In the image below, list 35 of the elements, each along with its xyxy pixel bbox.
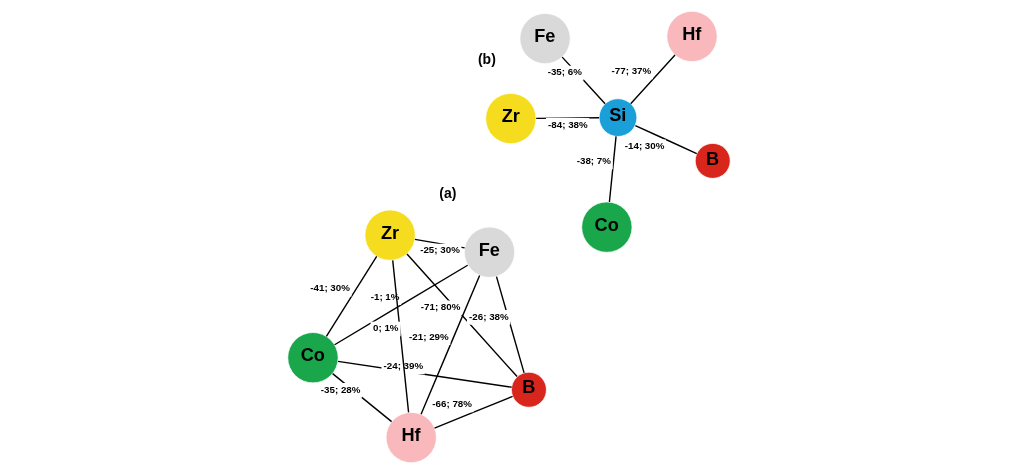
node-circle: Hf xyxy=(666,10,718,62)
connector xyxy=(392,259,410,414)
connector xyxy=(495,275,525,374)
node-circle: B xyxy=(511,371,547,408)
edge-label: -38; 7% xyxy=(576,155,611,167)
node-circle: Hf xyxy=(385,412,437,464)
edge-label: -25; 30% xyxy=(420,244,460,256)
label: (b) xyxy=(477,50,496,67)
edge-label: -77; 37% xyxy=(611,65,652,77)
label: (a) xyxy=(439,185,457,202)
edge-label: -35; 28% xyxy=(320,383,361,395)
edge-label: -26; 38% xyxy=(469,310,509,322)
node-circle: Zr xyxy=(364,209,416,261)
edge-label: 0; 1% xyxy=(373,322,399,334)
edge-label: -35; 6% xyxy=(547,66,582,78)
edge-label: -14; 30% xyxy=(624,140,665,152)
node-circle: Fe xyxy=(463,226,515,278)
node-circle: Zr xyxy=(485,93,537,145)
connector xyxy=(535,117,600,120)
connector xyxy=(325,255,378,338)
node-circle: B xyxy=(694,143,731,179)
edge-label: -24; 39% xyxy=(383,360,424,372)
connector xyxy=(433,395,514,429)
edge-label: -41; 30% xyxy=(310,282,350,294)
node-circle: Co xyxy=(287,332,339,384)
edge-label: -21; 29% xyxy=(409,330,449,342)
connector xyxy=(634,124,698,155)
connector xyxy=(608,135,617,203)
connector xyxy=(630,54,676,105)
edge-label: -84; 38% xyxy=(548,118,588,130)
edge-label: -71; 80% xyxy=(420,301,461,313)
node-circle: Co xyxy=(581,201,633,253)
node-circle: Fe xyxy=(519,13,571,65)
node-circle: Si xyxy=(598,98,638,137)
edge-label: -66; 78% xyxy=(432,398,472,410)
